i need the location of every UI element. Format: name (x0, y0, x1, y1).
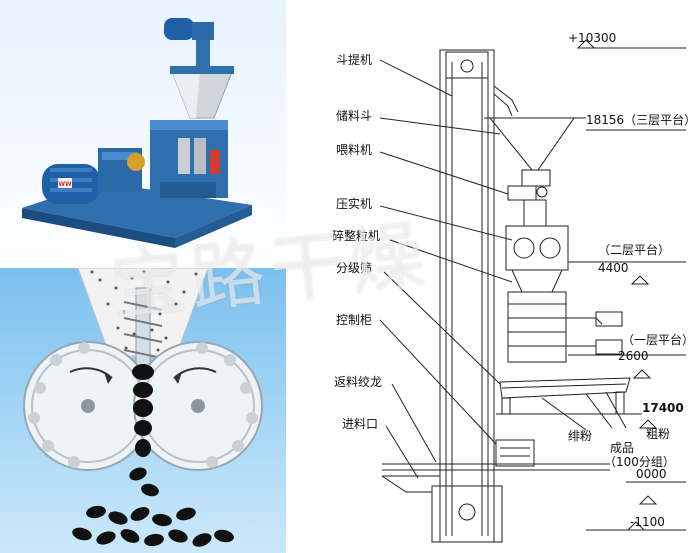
floor-2-motor (595, 311, 623, 327)
label-control-cabinet: 控制柜 (336, 313, 372, 327)
powder-dots (90, 270, 198, 352)
label-grading-screen: 分级筛 (336, 260, 372, 275)
sifter-body (507, 291, 567, 363)
elevation-floor-1-height: 2600 (618, 349, 649, 363)
right-rotation-arrow (173, 367, 217, 379)
label-bucket-elevator: 斗提机 (336, 52, 372, 67)
elevation-floor-2-height: 4400 (598, 261, 629, 275)
compactor-box (505, 225, 569, 271)
screw-flights (123, 301, 163, 359)
elevation-screen-level: 17400 (642, 401, 684, 415)
storage-hopper-outline (488, 117, 575, 171)
control-cabinet-box (495, 439, 535, 467)
nip-briquettes (132, 364, 154, 457)
grading-screen-body (499, 377, 631, 399)
coupling (127, 153, 145, 171)
label-storage-hopper: 储料斗 (336, 108, 372, 123)
output-fine-powder: 绯粉 (568, 429, 592, 443)
process-line-diagram: 斗提机 储料斗 喂料机 压实机 碎整粒机 分级筛 控制柜 返料绞龙 进料口 +1… (286, 0, 700, 553)
falling-briquettes (72, 467, 234, 547)
motor-badge-text: WW (58, 181, 72, 188)
output-product-mesh: （100分组） (604, 455, 675, 469)
roll-principle-illustration (0, 268, 286, 553)
motor-nameplate (58, 178, 72, 188)
roll-principle-svg (23, 268, 263, 547)
hydraulic-valve (210, 150, 220, 174)
granulator-box (511, 269, 563, 293)
label-feed-inlet: 进料口 (342, 417, 378, 431)
screw-feeder-shaft (196, 34, 210, 68)
right-roll-axle (191, 399, 205, 413)
label-compactor: 压实机 (336, 196, 372, 211)
elevation-floor-3: 18156（三层平台） (586, 112, 696, 127)
elevation-floor-1-name: （一层平台） (622, 332, 694, 347)
feed-inlet-hopper (381, 475, 432, 493)
output-product: 成品 (610, 441, 634, 455)
elevator-pit (431, 485, 503, 543)
label-granulator: 碎整粒机 (332, 228, 380, 243)
elevation-pit: -1100 (630, 515, 665, 529)
elevation-ground: 0000 (636, 467, 667, 481)
elevator-head (445, 51, 489, 79)
compactor-photo-illustration: WW (22, 18, 252, 248)
feeder-box (507, 185, 537, 201)
hydraulic-cylinder (178, 138, 190, 174)
output-coarse-powder: 粗粉 (646, 427, 670, 441)
bucket-elevator-column (439, 49, 495, 543)
elevation-floor-2-name: （二层平台） (598, 242, 670, 257)
left-roll-axle (81, 399, 95, 413)
left-rotation-arrow (69, 367, 113, 379)
elevator-boot-pulley (458, 503, 476, 521)
discharge-chute (493, 85, 519, 113)
elevation-markers (576, 39, 658, 531)
screw-shaft (135, 287, 151, 371)
feeder-motor (164, 18, 194, 40)
floor-1-motor (595, 339, 623, 355)
elevation-top: +10300 (568, 31, 616, 45)
process-line-svg: 斗提机 储料斗 喂料机 压实机 碎整粒机 分级筛 控制柜 返料绞龙 进料口 +1… (332, 31, 696, 543)
compactor-photo: WW (0, 0, 286, 262)
label-return-screw: 返料绞龙 (334, 374, 382, 389)
label-feeder: 喂料机 (336, 143, 372, 157)
